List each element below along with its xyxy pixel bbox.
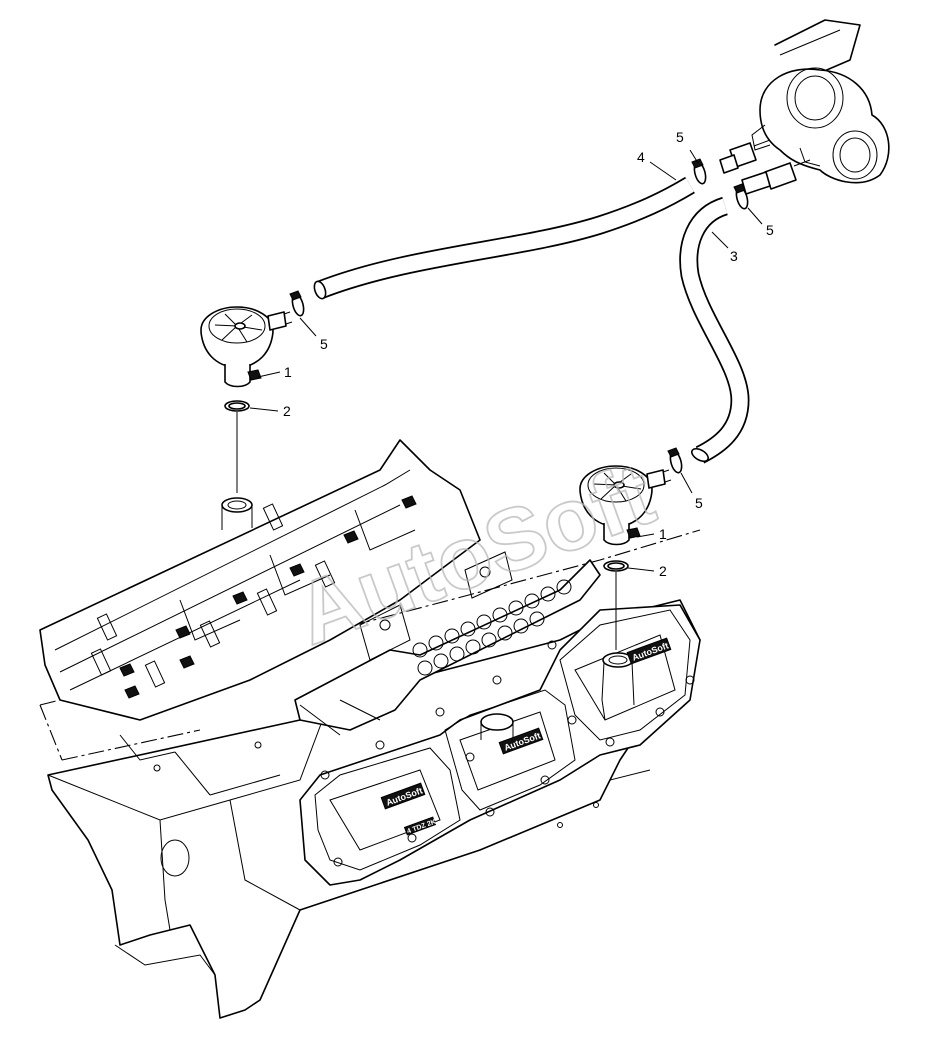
callout-5-topright: 5 [766, 222, 774, 238]
intake-housing [719, 19, 890, 195]
breather-right [579, 465, 672, 650]
callout-4: 4 [637, 149, 645, 165]
cover-plate [403, 816, 437, 836]
clamp-right [667, 447, 683, 474]
hose-4 [313, 176, 695, 300]
callout-3: 3 [730, 248, 738, 264]
cover-badge [626, 637, 672, 665]
callout-2-upper: 2 [283, 403, 291, 419]
callout-5-top: 5 [676, 129, 684, 145]
callout-5-right: 5 [695, 495, 703, 511]
clamp-top [691, 158, 707, 185]
callouts: 1 2 5 4 5 5 3 5 1 2 [283, 129, 774, 579]
callout-5-left: 5 [320, 336, 328, 352]
callout-2-lower: 2 [659, 563, 667, 579]
clamp-topright [733, 183, 749, 210]
hose-3 [679, 196, 750, 464]
cover-badge [498, 727, 544, 755]
engine-block: AutoSoft AutoSoft AutoSoft 4 TDZ 2K [39, 439, 701, 1019]
clamps [289, 158, 749, 474]
callout-1-lower: 1 [659, 526, 667, 542]
clamp-left [289, 290, 305, 317]
cover-badge [380, 782, 426, 810]
callout-leaders [249, 149, 763, 572]
callout-1-upper: 1 [284, 364, 292, 380]
breather-left [200, 306, 293, 493]
